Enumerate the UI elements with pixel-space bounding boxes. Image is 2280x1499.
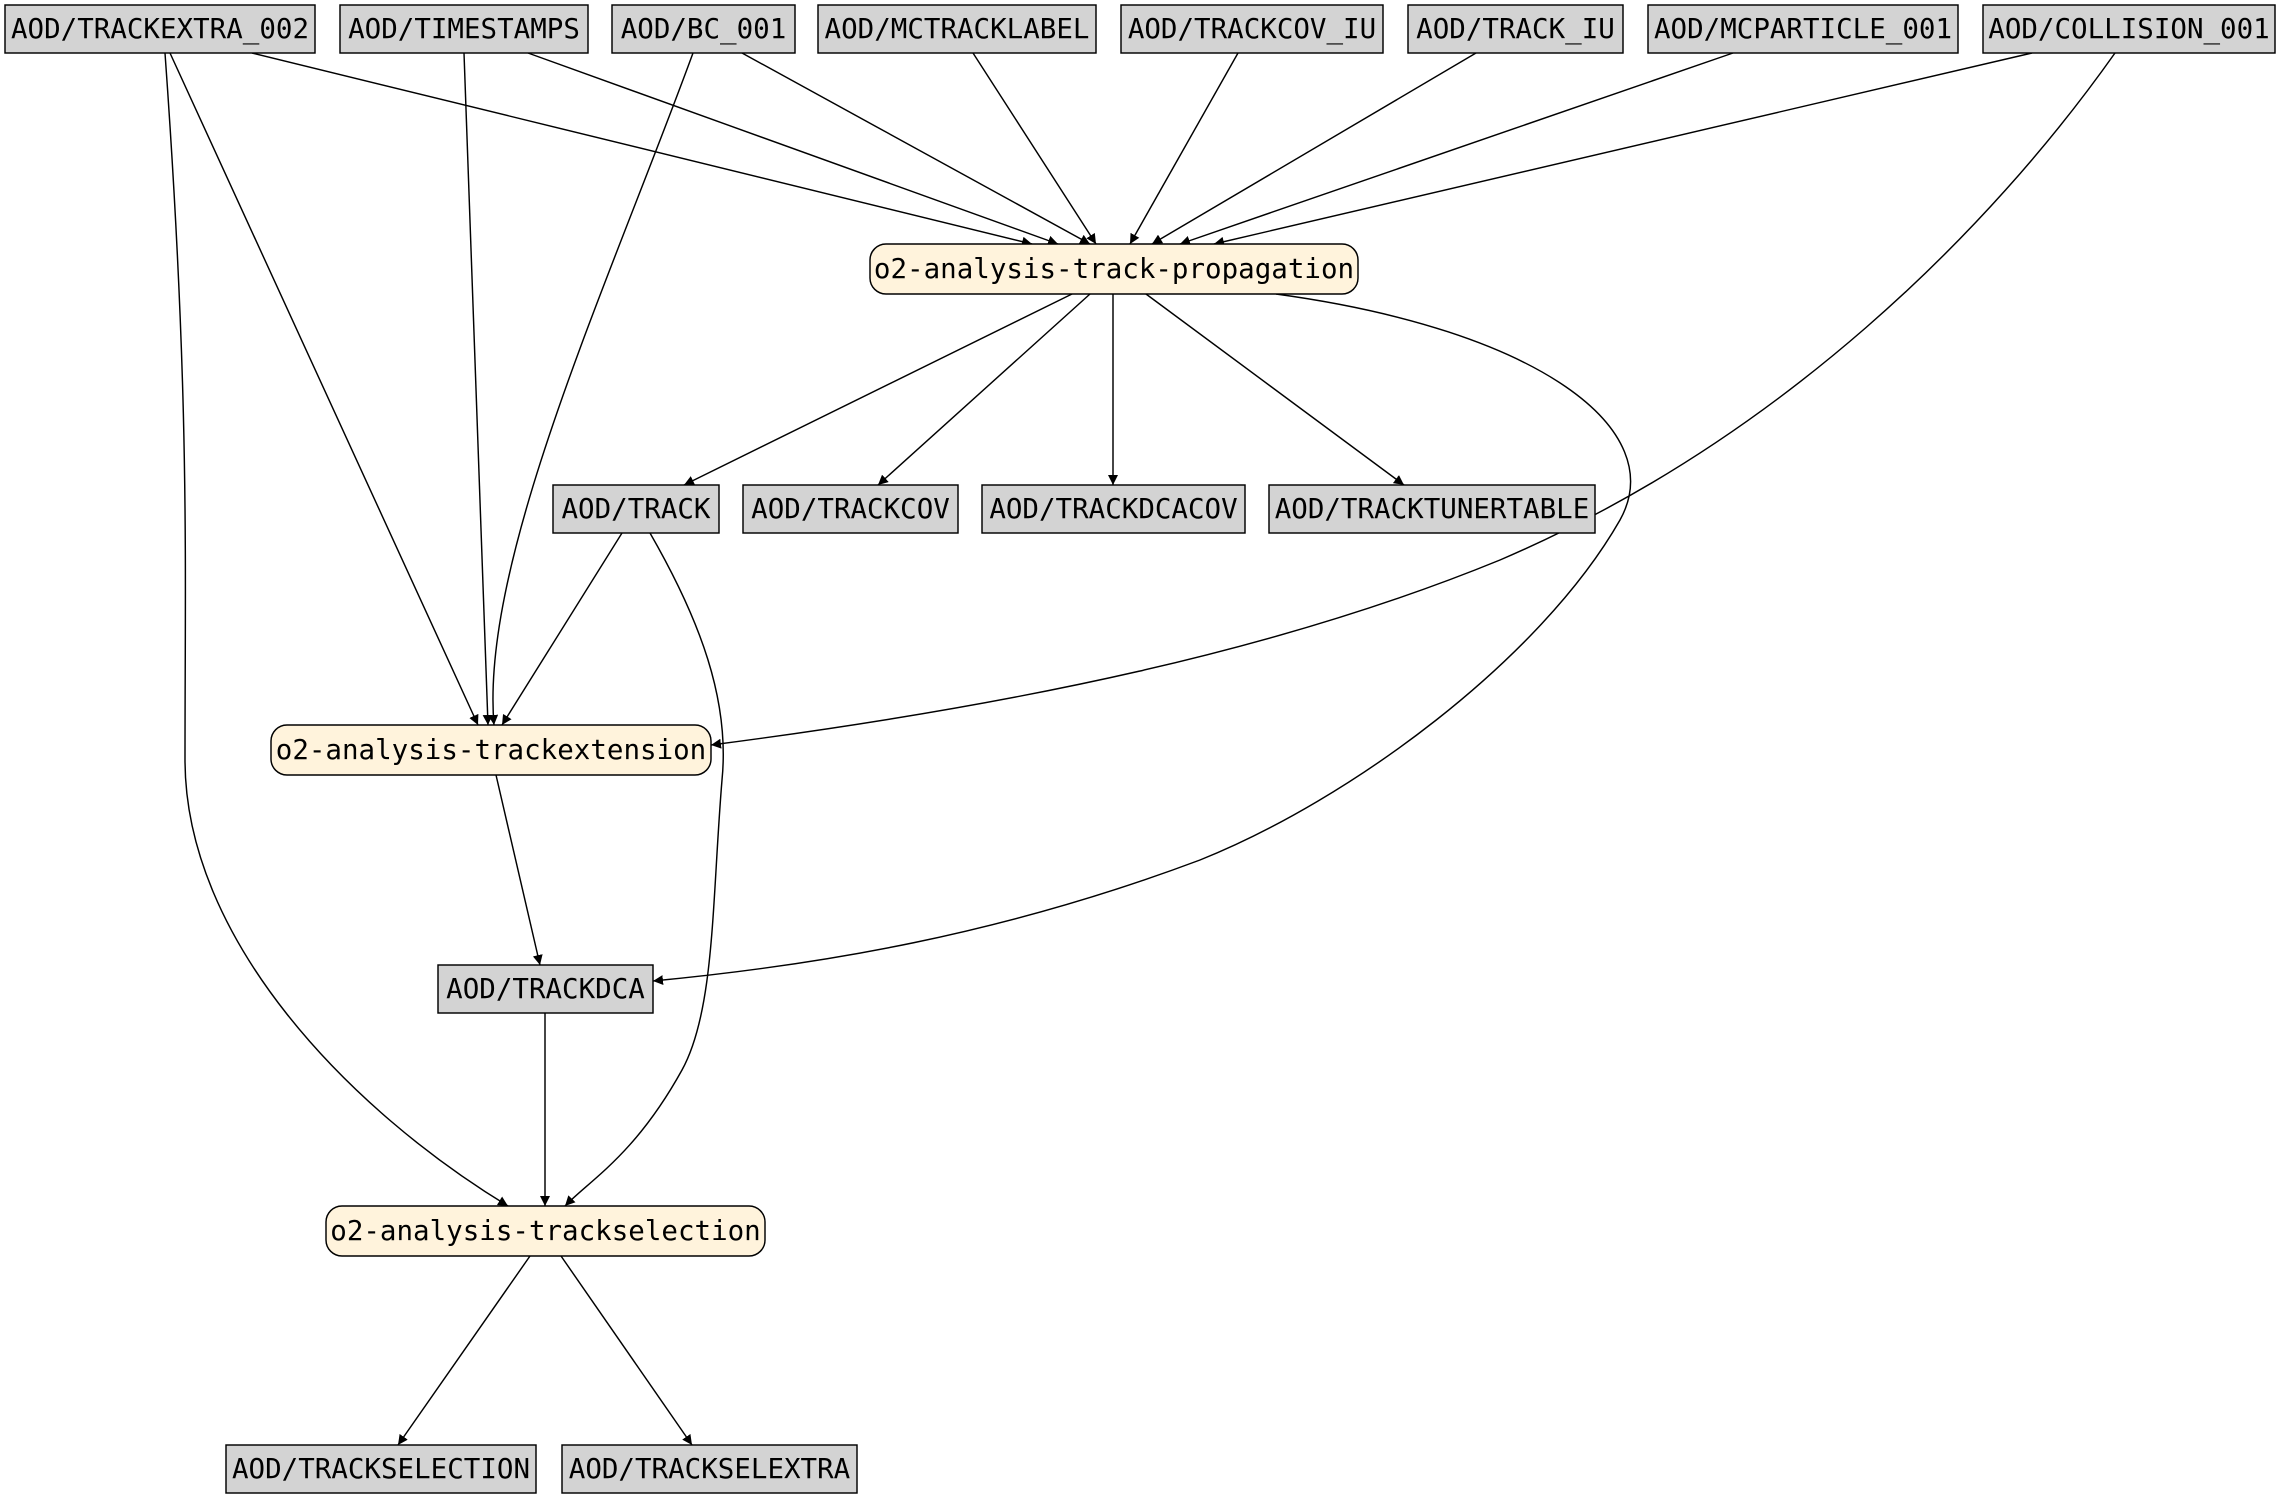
- table-node-trackdcacov[interactable]: AOD/TRACKDCACOV: [981, 484, 1246, 534]
- node-box: [1268, 484, 1596, 534]
- edge-propagation-to-tracktunertable: [1145, 293, 1405, 486]
- node-label: AOD/TRACKCOV_IU: [1128, 13, 1376, 46]
- edge-track-to-trackselection_task: [564, 532, 724, 1207]
- node-box: [869, 243, 1359, 295]
- task-node-trackextension[interactable]: o2-analysis-trackextension: [270, 724, 712, 776]
- edge-propagation-to-track: [683, 293, 1073, 486]
- table-node-trackselextra[interactable]: AOD/TRACKSELEXTRA: [561, 1444, 858, 1494]
- edge-trackselection_task-to-trackselextra: [560, 1255, 693, 1446]
- table-node-track[interactable]: AOD/TRACK: [552, 484, 720, 534]
- node-label: AOD/TRACKCOV: [751, 493, 950, 525]
- node-label: o2-analysis-trackextension: [276, 734, 706, 766]
- node-label: AOD/TRACKSELEXTRA: [569, 1453, 851, 1485]
- edge-collision-to-propagation: [1213, 52, 2033, 247]
- node-label: AOD/COLLISION_001: [1988, 13, 2269, 46]
- table-node-bc[interactable]: AOD/BC_001: [611, 4, 796, 54]
- node-label: AOD/MCPARTICLE_001: [1654, 13, 1952, 46]
- edge-trackextra-to-trackextension: [169, 52, 479, 726]
- edge-timestamps-to-trackextension: [463, 52, 493, 726]
- node-label: AOD/BC_001: [621, 13, 787, 46]
- task-node-propagation[interactable]: o2-analysis-track-propagation: [869, 243, 1359, 295]
- edge-trackcov_iu-to-propagation: [1129, 52, 1239, 245]
- node-box: [561, 1444, 858, 1494]
- table-node-timestamps[interactable]: AOD/TIMESTAMPS: [339, 4, 589, 54]
- node-label: AOD/TRACKEXTRA_002: [11, 13, 309, 46]
- node-box: [1647, 4, 1959, 54]
- node-box: [1407, 4, 1624, 54]
- node-label: AOD/TRACKTUNERTABLE: [1275, 493, 1590, 525]
- edge-trackextra-to-propagation: [251, 52, 1033, 247]
- edge-propagation-to-trackcov: [877, 293, 1091, 486]
- node-label: o2-analysis-track-propagation: [874, 253, 1354, 285]
- node-label: o2-analysis-trackselection: [330, 1215, 760, 1247]
- edge-layer: [164, 52, 2116, 1446]
- table-node-collision[interactable]: AOD/COLLISION_001: [1982, 4, 2276, 54]
- node-box: [437, 964, 654, 1014]
- node-box: [270, 724, 712, 776]
- node-box: [325, 1205, 766, 1257]
- node-layer: AOD/TRACKEXTRA_002 AOD/TIMESTAMPS AOD/BC_0…: [4, 4, 2276, 1494]
- edge-trackextension-to-trackdca: [495, 774, 543, 966]
- node-label: AOD/TRACK: [561, 493, 710, 525]
- node-box: [4, 4, 316, 54]
- edge-propagation-to-trackdca: [652, 293, 1632, 986]
- edge-mctracklabel-to-propagation: [972, 52, 1097, 245]
- edge-bc-to-trackextension: [488, 52, 694, 726]
- node-box: [611, 4, 796, 54]
- node-label: AOD/TRACK_IU: [1416, 13, 1615, 46]
- node-box: [817, 4, 1097, 54]
- task-node-trackselection_task[interactable]: o2-analysis-trackselection: [325, 1205, 766, 1257]
- table-node-track_iu[interactable]: AOD/TRACK_IU: [1407, 4, 1624, 54]
- node-label: AOD/MCTRACKLABEL: [825, 13, 1090, 45]
- table-node-trackdca[interactable]: AOD/TRACKDCA: [437, 964, 654, 1014]
- table-node-tracktunertable[interactable]: AOD/TRACKTUNERTABLE: [1268, 484, 1596, 534]
- node-box: [339, 4, 589, 54]
- edge-collision-to-trackextension: [710, 52, 2116, 749]
- table-node-trackcov[interactable]: AOD/TRACKCOV: [742, 484, 959, 534]
- table-node-trackselection[interactable]: AOD/TRACKSELECTION: [225, 1444, 537, 1494]
- node-label: AOD/TRACKDCA: [446, 973, 645, 1005]
- table-node-trackextra[interactable]: AOD/TRACKEXTRA_002: [4, 4, 316, 54]
- edge-track_iu-to-propagation: [1151, 52, 1477, 245]
- node-box: [981, 484, 1246, 534]
- edge-trackselection_task-to-trackselection: [397, 1255, 531, 1446]
- edge-bc-to-propagation: [741, 52, 1091, 245]
- node-label: AOD/TIMESTAMPS: [348, 13, 580, 45]
- node-box: [552, 484, 720, 534]
- edge-mcparticle-to-propagation: [1179, 52, 1734, 246]
- node-box: [1982, 4, 2276, 54]
- node-label: AOD/TRACKSELECTION: [232, 1453, 530, 1485]
- edge-track-to-trackextension: [501, 532, 623, 726]
- node-label: AOD/TRACKDCACOV: [989, 493, 1237, 525]
- edge-trackextra-to-trackselection_task: [164, 52, 509, 1207]
- edge-timestamps-to-propagation: [527, 52, 1059, 246]
- table-node-mcparticle[interactable]: AOD/MCPARTICLE_001: [1647, 4, 1959, 54]
- table-node-mctracklabel[interactable]: AOD/MCTRACKLABEL: [817, 4, 1097, 54]
- table-node-trackcov_iu[interactable]: AOD/TRACKCOV_IU: [1120, 4, 1384, 54]
- node-box: [225, 1444, 537, 1494]
- node-box: [1120, 4, 1384, 54]
- node-box: [742, 484, 959, 534]
